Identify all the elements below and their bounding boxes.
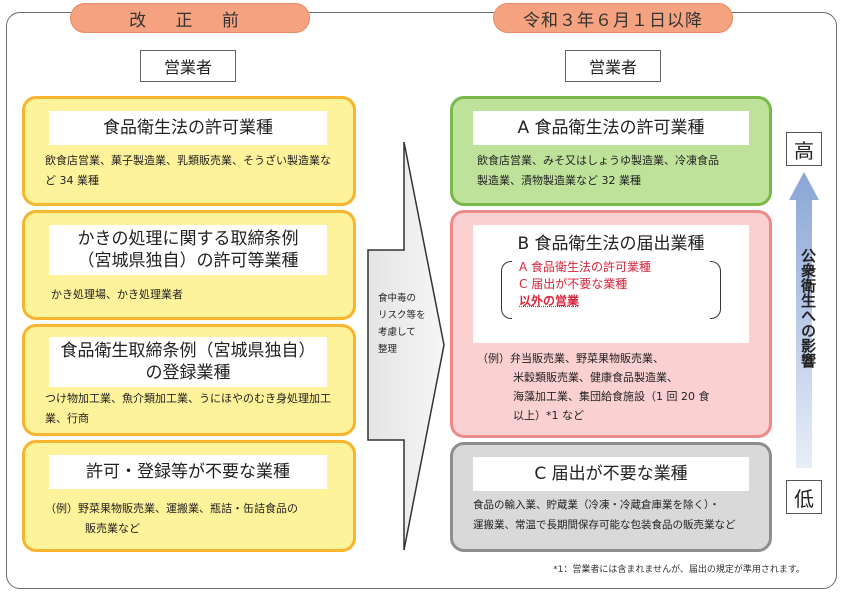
diagram-frame: [6, 12, 837, 589]
box-description: 飲食店営業、みそ又はしょうゆ製造業、冷凍食品 製造業、漬物製造業など 32 業種: [477, 151, 767, 191]
box-description: 食品の輸入業、貯蔵業（冷凍・冷蔵倉庫業を除く）・ 運搬業、常温で長期間保存可能な…: [473, 495, 773, 535]
box-title: 許可・登録等が不要な業種: [49, 455, 327, 489]
excluded-category-a: A 食品衛生法の許可業種: [519, 260, 652, 274]
box-title-line1: 食品衛生取締条例（宮城県独自）: [60, 341, 316, 361]
box-description-line2: 販売業など: [85, 522, 140, 535]
arrow-caption-line3: 考慮して: [378, 327, 416, 338]
box-title: B 食品衛生法の届出業種 A 食品衛生法の許可業種 C 届出が不要な業種 以外の…: [473, 225, 749, 343]
box-title-line2: の登録業種: [145, 363, 231, 383]
high-level-label: 高: [786, 132, 822, 166]
right-box-a-permit: A 食品衛生法の許可業種 飲食店営業、みそ又はしょうゆ製造業、冷凍食品 製造業、…: [450, 96, 772, 206]
operators-label-right: 営業者: [565, 50, 661, 82]
arrow-caption: 食中毒の リスク等を 考慮して 整理: [378, 290, 426, 358]
box-title: かきの処理に関する取締条例 （宮城県独自）の許可等業種: [49, 225, 327, 275]
box-title-text: 食品衛生法の許可業種: [103, 118, 273, 138]
other-than-label: 以外の営業: [519, 294, 580, 308]
arrow-caption-line2: リスク等を: [378, 310, 426, 321]
exclusion-bracket: A 食品衛生法の許可業種 C 届出が不要な業種 以外の営業: [501, 259, 721, 319]
box-title: A 食品衛生法の許可業種: [473, 111, 749, 145]
operators-label-left: 営業者: [140, 50, 236, 82]
box-title: 食品衛生法の許可業種: [49, 111, 327, 145]
right-box-c-no-notification: C 届出が不要な業種 食品の輸入業、貯蔵業（冷凍・冷蔵倉庫業を除く）・ 運搬業、…: [450, 442, 772, 552]
excluded-category-c: C 届出が不要な業種: [519, 277, 628, 291]
box-title-text: C 届出が不要な業種: [534, 464, 688, 484]
box-title-line1: かきの処理に関する取締条例: [77, 229, 299, 249]
box-description: （例）弁当販売業、野菜果物販売業、 米穀類販売業、健康食品製造業、 海藻加工業、…: [477, 349, 767, 425]
box-description: 飲食店営業、菓子製造業、乳類販売業、そうざい製造業など 34 業種: [45, 154, 331, 187]
box-description-line2: 製造業、漬物製造業など 32 業種: [477, 174, 641, 187]
box-description: つけ物加工業、魚介類加工業、うにほやのむき身処理加工業、行商: [45, 392, 331, 425]
box-description: （例）野菜果物販売業、運搬業、瓶詰・缶詰食品の 販売業など: [45, 499, 345, 539]
left-bracket: [501, 261, 512, 319]
box-description-line1: 飲食店営業、みそ又はしょうゆ製造業、冷凍食品: [477, 154, 719, 167]
after-header-tab: 令和３年６月１日以降: [493, 3, 733, 33]
box-title-text: B 食品衛生法の届出業種: [517, 234, 705, 254]
left-box-no-permit-needed: 許可・登録等が不要な業種 （例）野菜果物販売業、運搬業、瓶詰・缶詰食品の 販売業…: [22, 440, 356, 552]
right-bracket: [710, 261, 721, 319]
impact-scale-arrow: [789, 172, 819, 468]
box-title: C 届出が不要な業種: [473, 457, 749, 491]
box-description-line1: （例）弁当販売業、野菜果物販売業、: [477, 352, 664, 365]
box-description-line1: （例）野菜果物販売業、運搬業、瓶詰・缶詰食品の: [45, 502, 298, 515]
before-header-tab: 改 正 前: [70, 3, 310, 33]
footnote: *1：営業者には含まれませんが、届出の規定が準用されます。: [553, 565, 805, 575]
box-description-line3: 海藻加工業、集団給食施設（1 回 20 食: [513, 390, 710, 403]
box-description-line4: 以上）*1 など: [513, 409, 584, 422]
box-description: かき処理場、かき処理業者: [51, 288, 183, 301]
box-description-line2: 運搬業、常温で長期間保存可能な包装食品の販売業など: [473, 519, 736, 531]
box-description-line2: 米穀類販売業、健康食品製造業、: [513, 371, 678, 384]
left-box-oyster-ordinance: かきの処理に関する取締条例 （宮城県独自）の許可等業種 かき処理場、かき処理業者: [22, 210, 356, 320]
public-health-impact-label: 公衆衛生への影響: [799, 248, 817, 368]
box-description-line1: 食品の輸入業、貯蔵業（冷凍・冷蔵倉庫業を除く）・: [473, 499, 720, 511]
left-box-food-control-registration: 食品衛生取締条例（宮城県独自） の登録業種 つけ物加工業、魚介類加工業、うにほや…: [22, 324, 356, 436]
transition-arrow: [367, 141, 445, 551]
box-title-text: A 食品衛生法の許可業種: [517, 118, 705, 138]
box-title-text: 許可・登録等が不要な業種: [86, 462, 290, 482]
box-title: 食品衛生取締条例（宮城県独自） の登録業種: [49, 337, 327, 387]
low-level-label: 低: [786, 480, 822, 514]
box-title-line2: （宮城県独自）の許可等業種: [77, 251, 299, 271]
arrow-caption-line1: 食中毒の: [378, 293, 417, 304]
arrow-caption-line4: 整理: [378, 344, 398, 355]
left-box-food-sanitation-permit: 食品衛生法の許可業種 飲食店営業、菓子製造業、乳類販売業、そうざい製造業など 3…: [22, 96, 356, 206]
right-box-b-notification: B 食品衛生法の届出業種 A 食品衛生法の許可業種 C 届出が不要な業種 以外の…: [450, 210, 772, 438]
